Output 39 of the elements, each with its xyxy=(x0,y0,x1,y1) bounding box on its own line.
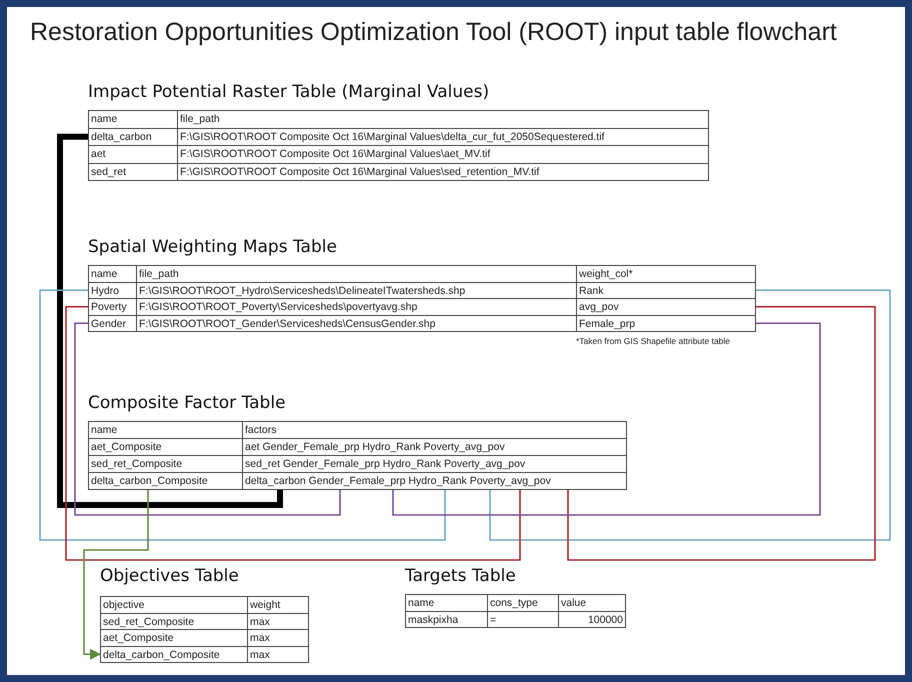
table-cell: sed_ret xyxy=(88,162,178,181)
connector-line xyxy=(74,322,341,516)
column-header: objective xyxy=(100,596,248,614)
table-cell: delta_carbon_Composite xyxy=(88,472,243,490)
table-cell: Female_prp xyxy=(576,314,756,332)
table-cell: delta_carbon Gender_Female_prp Hydro_Rank Poverty_avg_pov xyxy=(242,472,627,490)
table-title: Spatial Weighting Maps Table xyxy=(88,237,337,257)
column-header: file_path xyxy=(136,265,577,282)
column-header: name xyxy=(88,421,243,439)
column-header: weight xyxy=(247,596,309,614)
column-header: cons_type xyxy=(487,594,559,612)
table-cell: Gender xyxy=(88,314,137,332)
connector-line xyxy=(392,322,821,516)
column-header: name xyxy=(88,265,137,282)
diagram-title: Restoration Opportunities Optimization Tool (ROOT) input table flowchart xyxy=(30,18,837,47)
table-cell: maskpixha xyxy=(405,610,488,628)
connector-line xyxy=(39,289,446,541)
column-header: name xyxy=(88,110,178,128)
table-title: Targets Table xyxy=(405,566,516,586)
column-header: name xyxy=(405,594,488,612)
connector-line xyxy=(65,306,521,561)
arrow xyxy=(83,490,149,660)
column-header: file_path xyxy=(177,110,709,128)
table-title: Composite Factor Table xyxy=(88,393,286,413)
footnote: *Taken from GIS Shapefile attribute table xyxy=(576,336,730,346)
column-header: weight_col* xyxy=(576,265,756,282)
table-cell: 100000 xyxy=(558,610,626,628)
table-cell: delta_carbon_Composite xyxy=(100,646,248,663)
table-cell: max xyxy=(247,646,309,663)
table-cell: F:\GIS\ROOT\ROOT Composite Oct 16\Marginal Values\sed_retention_MV.tif xyxy=(177,162,709,181)
table-title: Objectives Table xyxy=(100,566,239,586)
column-header: value xyxy=(558,594,626,612)
column-header: factors xyxy=(242,421,627,439)
table-title: Impact Potential Raster Table (Marginal Values) xyxy=(88,82,490,102)
table-cell: aet Gender_Female_prp Hydro_Rank Poverty_avg_pov xyxy=(242,438,627,456)
table-cell: avg_pov xyxy=(576,298,756,316)
table-cell: sed_ret Gender_Female_prp Hydro_Rank Poverty_avg_pov xyxy=(242,455,627,473)
connector-line xyxy=(567,306,876,561)
connector-line xyxy=(489,289,891,541)
